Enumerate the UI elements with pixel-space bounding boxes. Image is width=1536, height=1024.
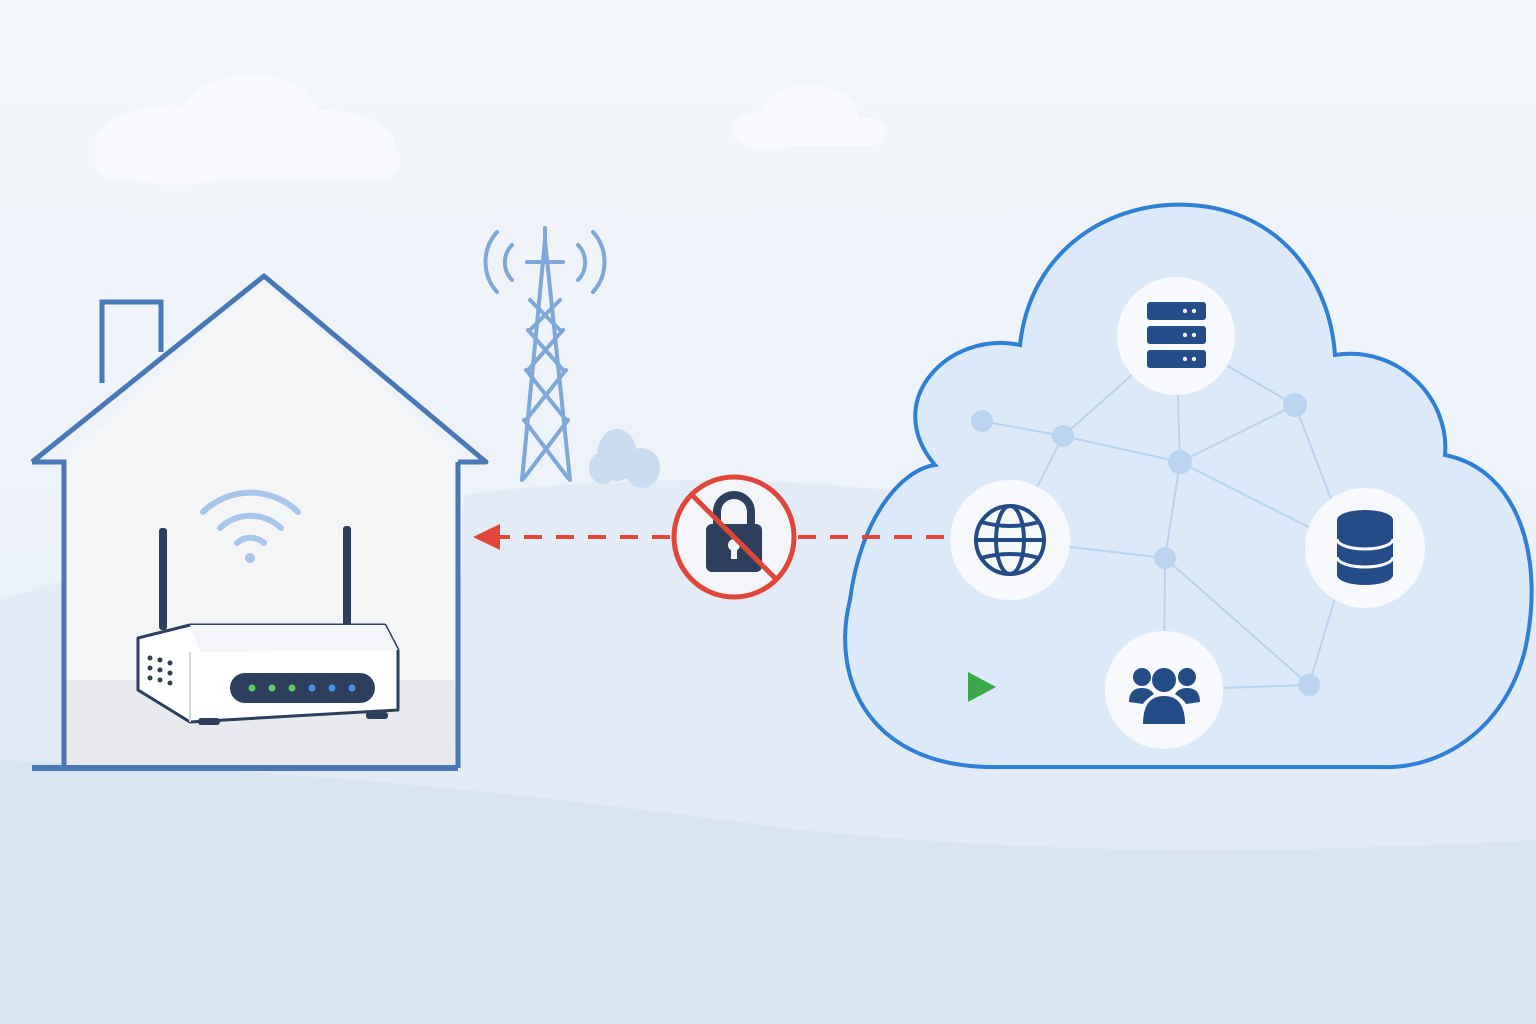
server-rack-icon — [1117, 277, 1235, 395]
cell-tower-icon — [483, 226, 607, 482]
wifi-signal-icon — [200, 489, 301, 563]
sky-cloud-right — [732, 85, 885, 150]
blocked-lock-icon — [671, 474, 797, 600]
cloud-network-icon — [843, 202, 1534, 770]
router-led — [348, 684, 356, 692]
sky-cloud-left — [95, 75, 400, 185]
router-led — [328, 684, 336, 692]
hill-front — [0, 760, 1536, 1024]
outbound-allowed-connection — [398, 672, 996, 702]
users-group-icon — [1105, 631, 1223, 749]
router-led — [288, 684, 296, 692]
wifi-router-icon — [136, 526, 400, 725]
router-led — [268, 684, 276, 692]
router-led — [248, 684, 256, 692]
trees — [589, 429, 660, 488]
globe-icon — [950, 480, 1070, 600]
inbound-blocked-connection — [473, 524, 944, 550]
router-led — [308, 684, 316, 692]
outbound-arrowhead — [968, 672, 996, 702]
inbound-arrowhead — [473, 524, 500, 550]
router-led-panel — [230, 673, 375, 703]
network-nodes — [971, 393, 1320, 696]
database-icon — [1305, 488, 1425, 608]
